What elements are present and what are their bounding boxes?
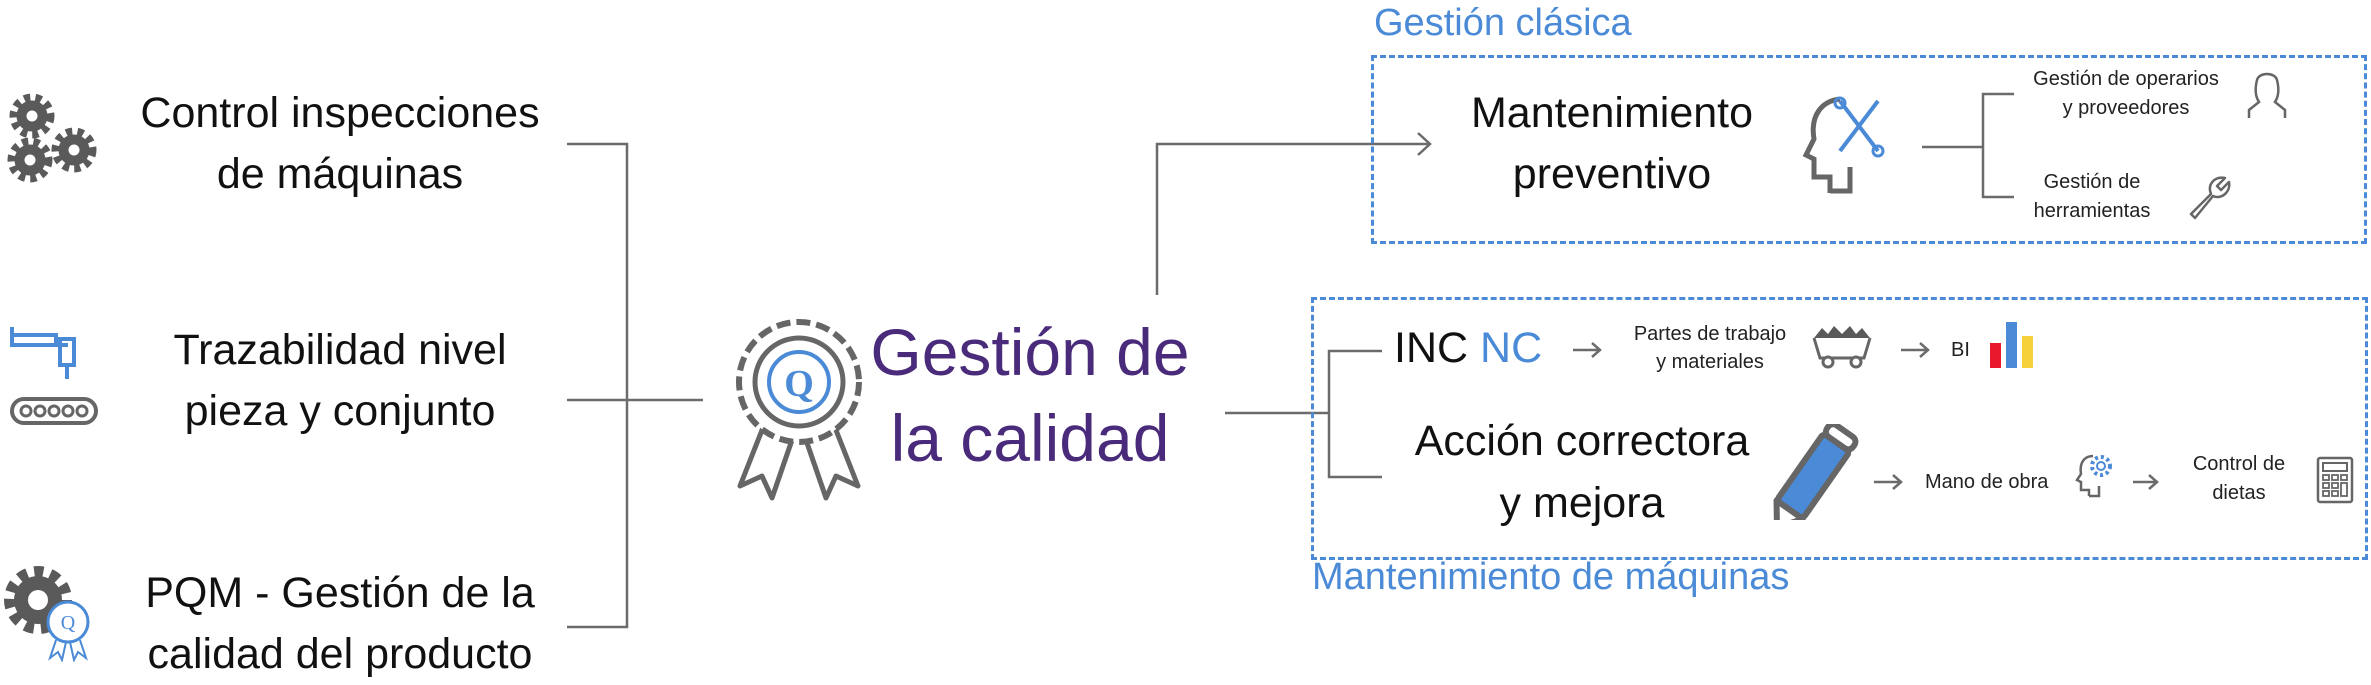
- parts-line: y materiales: [1656, 351, 1764, 373]
- corrective-action: Acción correctora y mejora: [1415, 410, 1750, 534]
- parts-line: Partes de trabajo: [1633, 323, 1787, 345]
- left-item-machine-inspection: Control inspecciones de máquinas: [140, 83, 539, 205]
- head-tools-icon: [1802, 96, 1885, 194]
- gears-icon: [7, 93, 97, 183]
- mine-cart-icon: [1812, 326, 1872, 369]
- bar-blue: [2006, 322, 2017, 368]
- svg-text:Q: Q: [784, 363, 814, 405]
- action-line: y mejora: [1499, 479, 1665, 527]
- head-gear-icon: [2075, 454, 2112, 498]
- left-item-line: de máquinas: [216, 150, 464, 198]
- bar-chart-icon: [1990, 322, 2033, 368]
- bi-label: BI: [1951, 339, 1970, 361]
- bar-yellow: [2022, 336, 2033, 368]
- bar-red: [1990, 343, 2001, 368]
- central-title-line: la calidad: [890, 401, 1170, 475]
- labour-label: Mano de obra: [1925, 471, 2049, 493]
- left-item-line: calidad del producto: [147, 630, 533, 678]
- left-item-pqm: PQM - Gestión de la calidad del producto: [145, 563, 535, 685]
- left-item-traceability: Trazabilidad nivel pieza y conjunto: [173, 320, 506, 442]
- work-parts-materials: Partes de trabajo y materiales: [1634, 320, 1786, 376]
- person-icon: [2247, 72, 2287, 118]
- central-title-line: Gestión de: [870, 315, 1190, 389]
- tools-management: Gestión de herramientas: [2034, 168, 2151, 226]
- inc-nc: INC NC: [1394, 322, 1542, 374]
- arrow-small: [1573, 342, 1602, 358]
- branch-line: Gestión de: [2043, 171, 2141, 193]
- wrench-icon: [2189, 176, 2231, 220]
- preventive-bracket: [1922, 92, 2014, 199]
- branch-line: y proveedores: [2062, 97, 2190, 119]
- quality-award-icon: Q: [736, 319, 862, 501]
- diet-line: Control de: [2192, 453, 2286, 475]
- left-item-line: pieza y conjunto: [184, 387, 496, 435]
- left-bracket: [567, 142, 703, 629]
- classic-management-label: Gestión clásica: [1374, 2, 1632, 44]
- branch-line: Gestión de operarios: [2033, 68, 2219, 90]
- branch-line: herramientas: [2033, 200, 2151, 222]
- svg-text:Q: Q: [61, 612, 76, 634]
- calculator-icon: [2316, 456, 2354, 504]
- operators-suppliers: Gestión de operarios y proveedores: [2033, 65, 2219, 123]
- machine-maintenance-box: [1311, 297, 2368, 560]
- preventive-line: preventivo: [1512, 150, 1712, 198]
- inc-label: INC: [1394, 324, 1469, 372]
- nc-label: NC: [1480, 324, 1543, 372]
- action-line: Acción correctora: [1414, 417, 1750, 465]
- conveyor-machine-icon: [10, 327, 98, 425]
- preventive-line: Mantenimiento: [1470, 89, 1754, 137]
- gear-quality-badge-icon: Q: [4, 566, 90, 662]
- arrow-small: [2133, 474, 2159, 490]
- arrow-small: [1874, 474, 1903, 490]
- arrow-small: [1901, 342, 1930, 358]
- left-item-line: Control inspecciones: [140, 89, 540, 137]
- pencil-icon: [1773, 424, 1859, 520]
- preventive-maintenance: Mantenimiento preventivo: [1471, 83, 1753, 205]
- diet-control: Control de dietas: [2193, 450, 2285, 508]
- classic-management-box: [1371, 55, 2367, 244]
- diet-line: dietas: [2212, 482, 2266, 504]
- left-item-line: Trazabilidad nivel: [173, 326, 507, 374]
- left-item-line: PQM - Gestión de la: [145, 569, 535, 617]
- arrow-to-preventive: [1155, 132, 1432, 295]
- central-title: Gestión de la calidad: [870, 309, 1189, 481]
- machine-maintenance-label: Mantenimiento de máquinas: [1312, 556, 1790, 598]
